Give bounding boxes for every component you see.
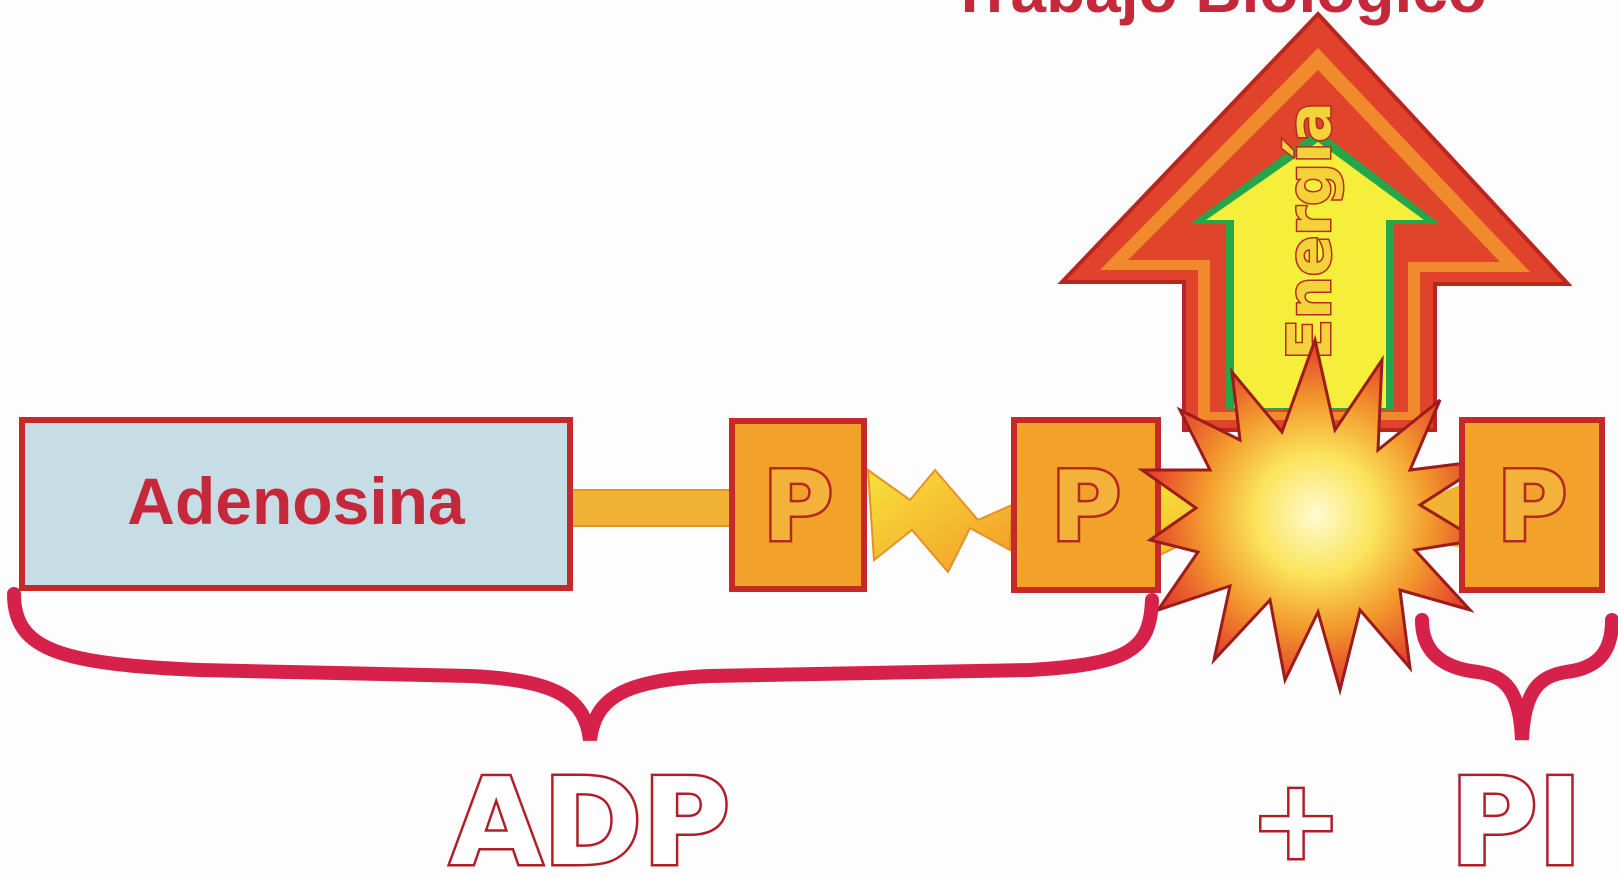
pi-brace bbox=[1415, 613, 1618, 741]
phosphate-3: P bbox=[1459, 417, 1605, 593]
phosphate-3-label: P bbox=[1497, 451, 1567, 563]
phosphate-1-label: P bbox=[763, 451, 833, 563]
energia-label: Energía bbox=[1275, 102, 1345, 360]
energy-arrow-inner bbox=[1206, 142, 1424, 408]
energy-burst-spikes bbox=[1137, 334, 1491, 696]
title-text: Trabajo Biológico bbox=[950, 0, 1487, 26]
pi-label: PI bbox=[1450, 754, 1583, 878]
high-energy-bond-bolt-1 bbox=[866, 467, 1014, 574]
bond-adenosina-p1 bbox=[569, 489, 733, 527]
adenosina-box: Adenosina bbox=[19, 417, 573, 591]
energy-arrow: Energía bbox=[1057, 11, 1573, 432]
adp-label: ADP bbox=[450, 754, 730, 878]
phosphate-2-label: P bbox=[1051, 451, 1121, 563]
phosphate-1: P bbox=[729, 418, 867, 592]
energy-burst bbox=[1137, 334, 1491, 696]
adp-brace bbox=[7, 587, 1159, 742]
phosphate-2: P bbox=[1011, 417, 1161, 593]
plus-sign: + bbox=[1250, 756, 1342, 878]
adenosina-label: Adenosina bbox=[127, 464, 466, 538]
